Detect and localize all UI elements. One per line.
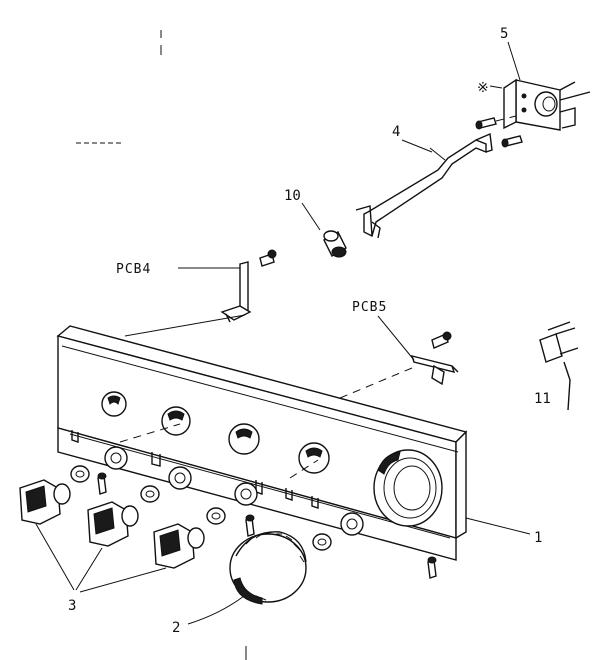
part-10-roller [301, 202, 347, 258]
label-pcb4: PCB4 [116, 262, 151, 277]
part-4-lever [355, 132, 493, 239]
part-2-big-knob [187, 531, 307, 625]
scan-marks [76, 30, 247, 660]
callout-labels: 5 ※ 4 10 PCB4 PCB5 11 1 3 2 [68, 26, 551, 636]
label-note-mark: ※ [477, 80, 489, 96]
part-3-knobs [19, 479, 205, 593]
label-part-2: 2 [172, 620, 180, 636]
part-5-bracket [475, 78, 591, 148]
part-11-fragment [539, 321, 579, 411]
label-part-3: 3 [68, 598, 76, 614]
label-part-11: 11 [534, 391, 551, 407]
pcb5-bracket [339, 315, 459, 399]
pcb4-bracket [124, 249, 277, 337]
screws [97, 472, 437, 579]
label-part-5: 5 [500, 26, 508, 42]
label-part-4: 4 [392, 124, 400, 140]
label-part-1: 1 [534, 530, 542, 546]
label-pcb5: PCB5 [352, 300, 387, 315]
washers [70, 446, 364, 551]
label-part-10: 10 [284, 188, 301, 204]
